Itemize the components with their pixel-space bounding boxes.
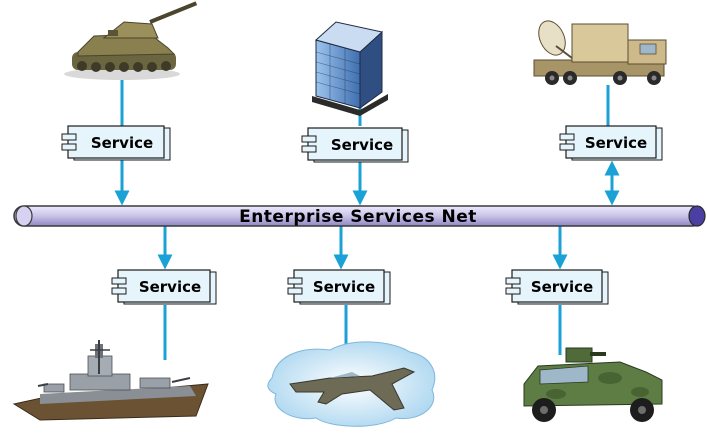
- connector-jet: [333, 226, 349, 350]
- connector-radar-truck: [604, 85, 620, 206]
- service-box-warship: Service: [111, 269, 217, 305]
- warship-icon: [12, 340, 209, 421]
- service-box-building: Service: [301, 127, 409, 163]
- fighter-jet-icon: [267, 341, 436, 427]
- service-label: Service: [139, 278, 201, 296]
- service-box-jet: Service: [287, 269, 391, 305]
- service-box-tank: Service: [61, 125, 171, 161]
- service-label: Service: [313, 278, 375, 296]
- service-box-humvee: Service: [505, 269, 609, 305]
- humvee-icon: [523, 347, 663, 422]
- radar-truck-icon: [533, 20, 667, 85]
- building-icon: [312, 21, 388, 116]
- service-label: Service: [585, 134, 647, 152]
- service-label: Service: [331, 136, 393, 154]
- tank-icon: [64, 1, 198, 80]
- service-box-radar-truck: Service: [559, 125, 663, 161]
- service-label: Service: [91, 134, 153, 152]
- service-label: Service: [531, 278, 593, 296]
- enterprise-services-bus: Enterprise Services Net: [13, 205, 706, 227]
- bus-label: Enterprise Services Net: [239, 207, 477, 227]
